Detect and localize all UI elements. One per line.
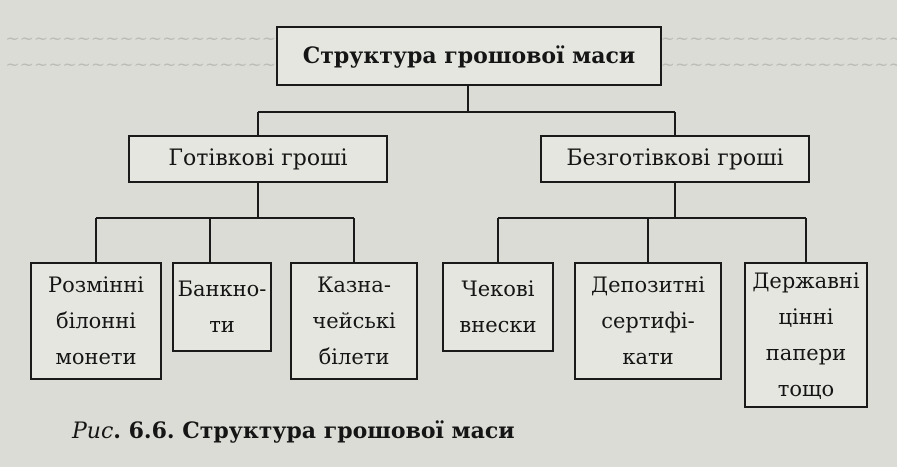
- root-node-label: Структура грошової маси: [302, 43, 636, 69]
- leaf-node-government-securities: Державні цінні папери тощо: [744, 262, 868, 408]
- branch-node-noncash: Безготівкові гроші: [540, 135, 810, 183]
- leaf-node-deposit-certificates-label: Депозитні сертифі- кати: [591, 273, 705, 369]
- figure-caption-prefix: Рис: [72, 419, 114, 444]
- leaf-node-government-securities-label: Державні цінні папери тощо: [752, 269, 860, 401]
- leaf-node-treasury-bills: Казна- чейські білети: [290, 262, 418, 380]
- root-node: Структура грошової маси: [276, 26, 662, 86]
- leaf-node-checking-deposits-label: Чекові внески: [459, 277, 537, 337]
- branch-node-noncash-label: Безготівкові гроші: [566, 146, 784, 171]
- figure-caption: Рис. 6.6. Структура грошової маси: [72, 418, 515, 444]
- leaf-node-treasury-bills-label: Казна- чейські білети: [312, 273, 396, 369]
- leaf-node-coins-label: Розмінні білонні монети: [48, 273, 144, 369]
- leaf-node-coins: Розмінні білонні монети: [30, 262, 162, 380]
- leaf-node-checking-deposits: Чекові внески: [442, 262, 554, 352]
- branch-node-cash-label: Готівкові гроші: [168, 146, 348, 171]
- leaf-node-deposit-certificates: Депозитні сертифі- кати: [574, 262, 722, 380]
- figure-caption-text: . 6.6. Структура грошової маси: [113, 418, 515, 444]
- branch-node-cash: Готівкові гроші: [128, 135, 388, 183]
- leaf-node-banknotes-label: Банкно- ти: [177, 277, 267, 337]
- leaf-node-banknotes: Банкно- ти: [172, 262, 272, 352]
